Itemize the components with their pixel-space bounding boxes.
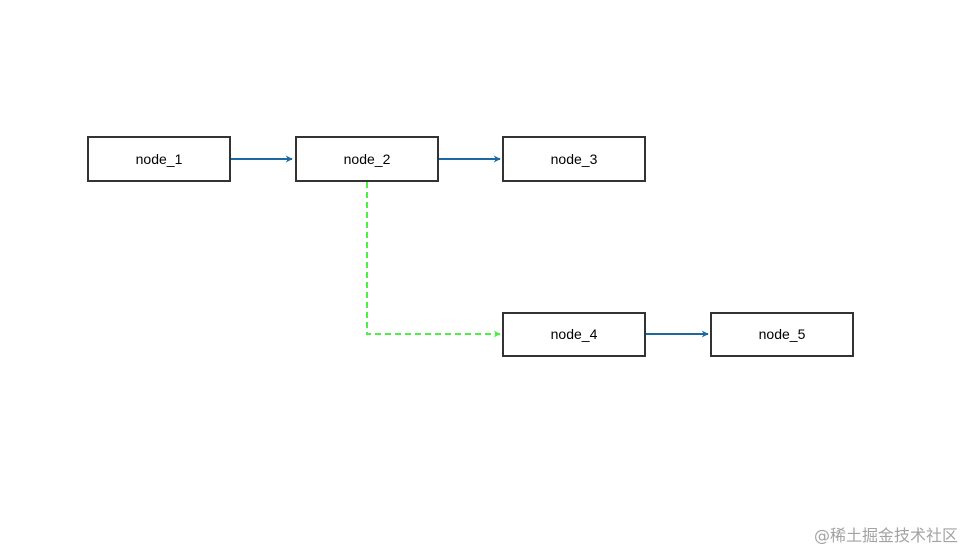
node-5-box <box>710 312 854 357</box>
node-3-label: node_3 <box>551 151 598 167</box>
edge-node2-node4-dashed <box>366 182 501 338</box>
node-2[interactable]: node_2 <box>295 136 439 182</box>
node-1-box <box>87 136 231 182</box>
node-4[interactable]: node_4 <box>502 312 646 357</box>
node-1-label: node_1 <box>136 151 183 167</box>
node-4-label: node_4 <box>551 326 598 342</box>
node-5[interactable]: node_5 <box>710 312 854 357</box>
node-3[interactable]: node_3 <box>502 136 646 182</box>
node-1[interactable]: node_1 <box>87 136 231 182</box>
node-5-label: node_5 <box>759 326 806 342</box>
node-2-label: node_2 <box>344 151 391 167</box>
node-2-box <box>295 136 439 182</box>
node-3-box <box>502 136 646 182</box>
watermark-text: @稀土掘金技术社区 <box>813 526 958 545</box>
node-4-box <box>502 312 646 357</box>
